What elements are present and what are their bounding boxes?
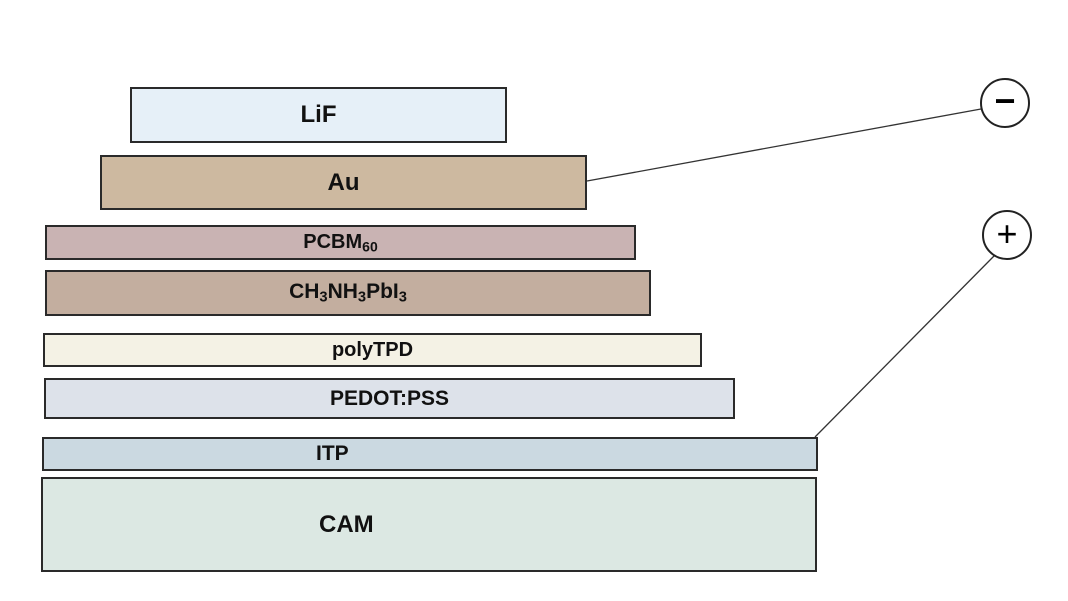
label-segment: PCBM: [303, 230, 363, 253]
layer-label: CH3NH3PbI3: [289, 280, 407, 306]
layer-label: PEDOT:PSS: [330, 387, 449, 411]
layer-label: polyTPD: [332, 339, 413, 362]
label-segment: polyTPD: [331, 338, 414, 361]
layer-label: CAM: [319, 511, 374, 539]
label-segment: PEDOT:PSS: [329, 386, 450, 410]
label-segment: 3: [357, 289, 367, 306]
positive-terminal-icon: +: [982, 210, 1032, 260]
label-segment: CH: [289, 280, 320, 304]
layer-perovskite: CH3NH3PbI3: [45, 270, 651, 316]
label-segment: 3: [319, 289, 328, 306]
negative-wire: [586, 108, 982, 182]
layer-label: ITP: [316, 442, 349, 466]
layer-itp: ITP: [42, 437, 818, 471]
label-segment: ITP: [316, 442, 349, 465]
label-segment: 3: [398, 289, 407, 306]
layer-label: Au: [328, 169, 360, 197]
label-segment: NH: [327, 280, 358, 304]
negative-terminal-icon: −: [980, 78, 1030, 128]
negative-sign: −: [994, 80, 1016, 121]
label-segment: Au: [327, 168, 360, 196]
label-segment: LiF: [300, 101, 337, 128]
layer-au: Au: [100, 155, 587, 210]
layer-pcbm: PCBM60: [45, 225, 636, 260]
label-segment: 60: [362, 238, 378, 255]
layer-cam: CAM: [41, 477, 817, 572]
layer-label: PCBM60: [303, 231, 377, 255]
label-segment: PbI: [366, 280, 399, 304]
layer-polytpd: polyTPD: [43, 333, 702, 367]
label-segment: CAM: [319, 510, 374, 538]
layer-pedot: PEDOT:PSS: [44, 378, 735, 419]
layer-lif: LiF: [130, 87, 507, 143]
positive-sign: +: [996, 212, 1018, 254]
positive-wire: [814, 255, 995, 438]
layer-label: LiF: [301, 101, 337, 129]
